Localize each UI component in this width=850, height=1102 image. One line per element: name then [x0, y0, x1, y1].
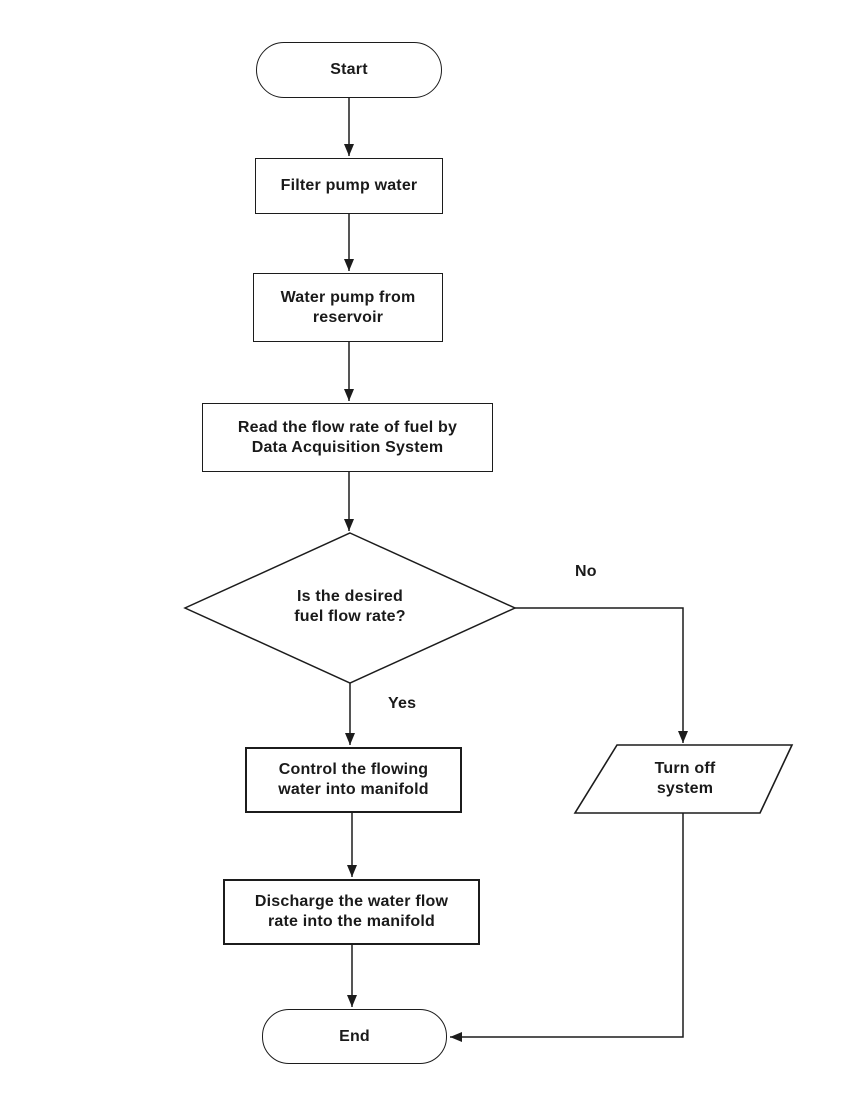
turn-off-system-text: Turn off system [610, 749, 760, 809]
decision-diamond-text: Is the desired fuel flow rate? [260, 577, 440, 637]
process-read-flow-rate: Read the flow rate of fuel by Data Acqui… [202, 403, 493, 472]
decision-diamond-shape [183, 532, 517, 684]
filter-label: Filter pump water [280, 177, 418, 194]
end-terminator: End [262, 1009, 447, 1064]
read-label-line2: Data Acquisition System [251, 438, 444, 456]
decision-label-line2: fuel flow rate? [294, 608, 406, 625]
decision-label-line1: Is the desired [297, 588, 403, 605]
process-water-pump-from-reservoir: Water pump from reservoir [253, 273, 443, 342]
edge-decision-turnoff-no [515, 607, 688, 743]
process-control-flowing-water: Control the flowing water into manifold [245, 747, 462, 813]
end-label: End [339, 1027, 370, 1045]
edge-turnoff-end [450, 813, 684, 1042]
control-label-line1: Control the flowing [278, 761, 429, 778]
start-label: Start [330, 61, 368, 78]
read-label-line1: Read the flow rate of fuel by [237, 418, 458, 436]
no-edge-label: No [575, 563, 597, 580]
start-terminator: Start [256, 42, 442, 98]
process-discharge-water-flow: Discharge the water flow rate into the m… [223, 879, 480, 945]
discharge-label-line2: rate into the manifold [267, 913, 436, 930]
control-label-line2: water into manifold [278, 781, 429, 798]
turn-off-parallelogram-shape [573, 744, 794, 814]
turn-off-label-line2: system [656, 780, 714, 797]
turn-off-label-line1: Turn off [654, 760, 716, 777]
water-pump-label-line2: reservoir [312, 308, 384, 326]
yes-edge-label: Yes [388, 695, 417, 712]
water-pump-label-line1: Water pump from [280, 288, 416, 306]
discharge-label-line1: Discharge the water flow [254, 893, 449, 910]
process-filter-pump-water: Filter pump water [255, 158, 443, 214]
